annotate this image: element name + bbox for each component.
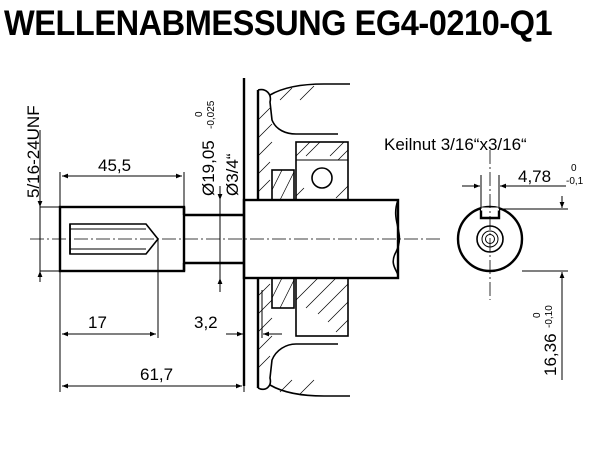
total-length-value: 61,7 <box>140 365 173 384</box>
shaft-cross-section <box>456 150 524 300</box>
engine-flange <box>242 78 350 397</box>
key-width-tol-lower: -0,1 <box>566 176 584 187</box>
offset-dimension: 3,2 <box>194 290 282 392</box>
offset-value: 3,2 <box>194 313 218 332</box>
shaft-diameter-tol-upper: 0 <box>194 111 205 117</box>
shaft-diameter-value: Ø19,05 <box>199 140 218 196</box>
key-height-tol-upper: 0 <box>532 312 543 318</box>
key-width-tol-upper: 0 <box>571 163 577 174</box>
bearing-lower <box>295 277 349 337</box>
key-width-dimension: 4,78 0 -0,1 <box>462 163 584 209</box>
seal-upper <box>271 169 295 201</box>
key-height-dimension: 16,36 0 -0,10 <box>499 196 568 380</box>
depth-17-dimension: 17 <box>59 239 159 392</box>
bearing-upper <box>295 141 349 201</box>
shaft-diameter-tol-lower: -0,025 <box>206 100 217 129</box>
seal-lower <box>271 277 295 309</box>
break-line <box>392 199 401 279</box>
keyway-label-group: Keilnut 3/16“x3/16“ <box>384 135 527 154</box>
shaft-diameter-dimension: Ø19,05 0 -0,025 Ø3/4“ <box>194 100 242 292</box>
shaft-side-view <box>30 78 440 397</box>
key-height-tol-lower: -0,10 <box>544 305 555 328</box>
key-width-value: 4,78 <box>518 167 551 186</box>
key-height-value: 16,36 <box>541 333 560 376</box>
thread-length-value: 45,5 <box>98 156 131 175</box>
thread-label: 5/16-24UNF <box>24 105 43 198</box>
thread-length-dimension: 45,5 <box>59 156 185 207</box>
drawing-title: WELLENABMESSUNG EG4-0210-Q1 <box>4 4 553 43</box>
depth-17-value: 17 <box>88 313 107 332</box>
thread-dimension: 5/16-24UNF <box>24 105 60 282</box>
total-length-dimension: 61,7 <box>62 365 242 389</box>
shaft-diameter-inch-value: Ø3/4“ <box>223 153 242 196</box>
keyway-label: Keilnut 3/16“x3/16“ <box>384 135 527 154</box>
